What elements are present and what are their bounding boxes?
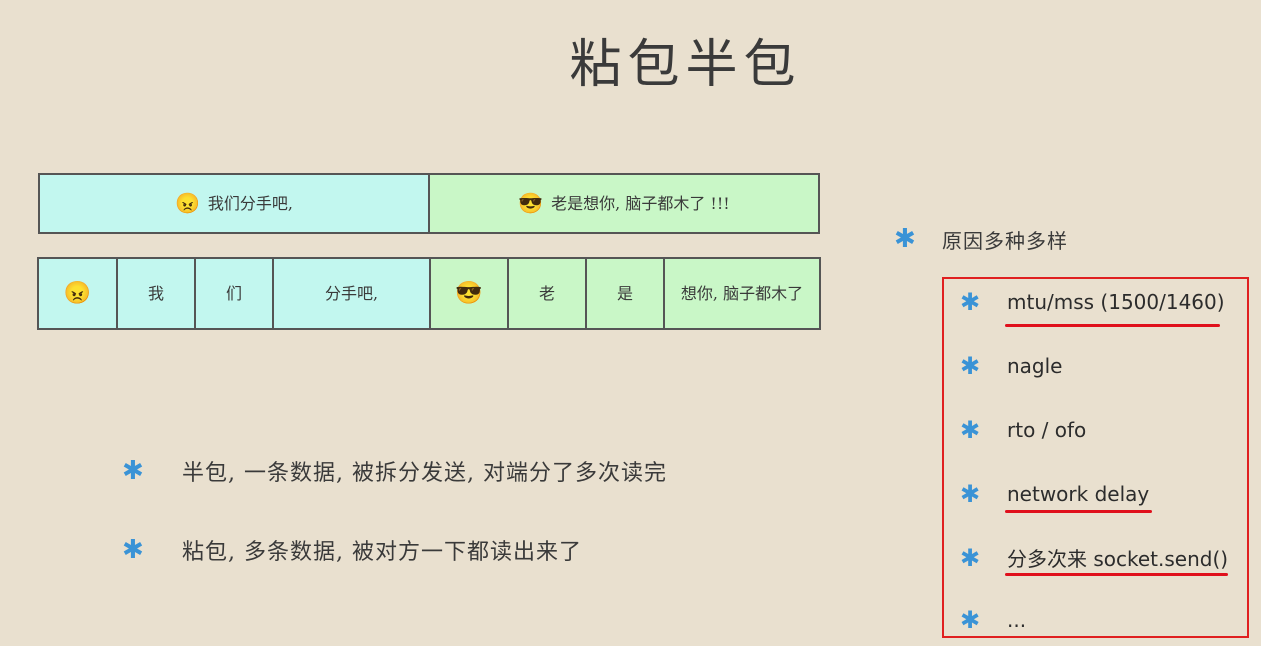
cause-text: 分多次来 socket.send(): [1007, 547, 1229, 571]
cause-text: mtu/mss (1500/1460): [1007, 290, 1225, 314]
packet-text: 我: [147, 283, 164, 303]
asterisk-icon: ✱: [960, 288, 981, 316]
causes-heading-text: 原因多种多样: [942, 228, 1068, 253]
packet-text: 分手吧,: [324, 283, 379, 303]
asterisk-icon: ✱: [122, 456, 145, 486]
asterisk-icon: ✱: [122, 535, 145, 565]
cause-text: nagle: [1007, 354, 1063, 378]
red-underline: [1005, 573, 1228, 576]
packet-row-split: 😠 我 们 分手吧, 😎 老 是 想你, 脑子都木了: [37, 257, 821, 330]
message-row-complete: 😠 我们分手吧, 😎 老是想你, 脑子都木了 !!!: [38, 173, 820, 234]
cause-text: ...: [1007, 608, 1027, 632]
asterisk-icon: ✱: [960, 543, 981, 572]
causes-highlight-box: [942, 277, 1249, 638]
message-cell-miss-you: 😎 老是想你, 脑子都木了 !!!: [430, 175, 818, 232]
causes-heading: ✱ 原因多种多样: [894, 224, 1068, 254]
packet-text: 是: [616, 283, 633, 303]
packet-cell: 😎: [431, 259, 509, 328]
bullet-text: 粘包, 多条数据, 被对方一下都读出来了: [182, 540, 582, 565]
message-cell-breakup: 😠 我们分手吧,: [40, 175, 430, 232]
cause-text: rto / ofo: [1007, 418, 1087, 442]
bullet-sticky-packet: ✱ 粘包, 多条数据, 被对方一下都读出来了: [122, 534, 582, 566]
asterisk-icon: ✱: [960, 416, 981, 444]
cause-item: ✱ ...: [960, 606, 1026, 634]
angry-face-icon: 😠: [63, 280, 92, 306]
red-underline: [1005, 324, 1220, 327]
cause-text: network delay: [1007, 482, 1150, 506]
packet-cell: 😠: [39, 259, 118, 328]
packet-cell: 老: [509, 259, 587, 328]
packet-text: 们: [225, 283, 242, 303]
message-text: 我们分手吧,: [207, 193, 293, 213]
cause-item: ✱ nagle: [960, 352, 1063, 380]
asterisk-icon: ✱: [960, 352, 981, 380]
packet-cell: 想你, 脑子都木了: [665, 259, 819, 328]
packet-cell: 我: [118, 259, 196, 328]
bullet-half-packet: ✱ 半包, 一条数据, 被拆分发送, 对端分了多次读完: [122, 455, 667, 487]
packet-text: 老: [538, 283, 555, 303]
sunglasses-face-icon: 😎: [518, 191, 544, 215]
packet-cell: 们: [196, 259, 274, 328]
packet-text: 想你, 脑子都木了: [680, 283, 804, 303]
packet-cell: 是: [587, 259, 665, 328]
cause-item: ✱ rto / ofo: [960, 416, 1086, 444]
slide-title: 粘包半包: [569, 35, 802, 95]
message-text: 老是想你, 脑子都木了 !!!: [551, 193, 730, 213]
cause-item: ✱ 分多次来 socket.send(): [960, 543, 1228, 572]
angry-face-icon: 😠: [175, 191, 200, 215]
packet-cell: 分手吧,: [274, 259, 431, 328]
sunglasses-face-icon: 😎: [455, 280, 483, 306]
bullet-text: 半包, 一条数据, 被拆分发送, 对端分了多次读完: [182, 461, 667, 486]
asterisk-icon: ✱: [894, 224, 917, 254]
asterisk-icon: ✱: [960, 480, 981, 508]
asterisk-icon: ✱: [960, 606, 981, 634]
cause-item: ✱ mtu/mss (1500/1460): [960, 288, 1225, 316]
red-underline: [1005, 510, 1152, 513]
cause-item: ✱ network delay: [960, 480, 1149, 508]
